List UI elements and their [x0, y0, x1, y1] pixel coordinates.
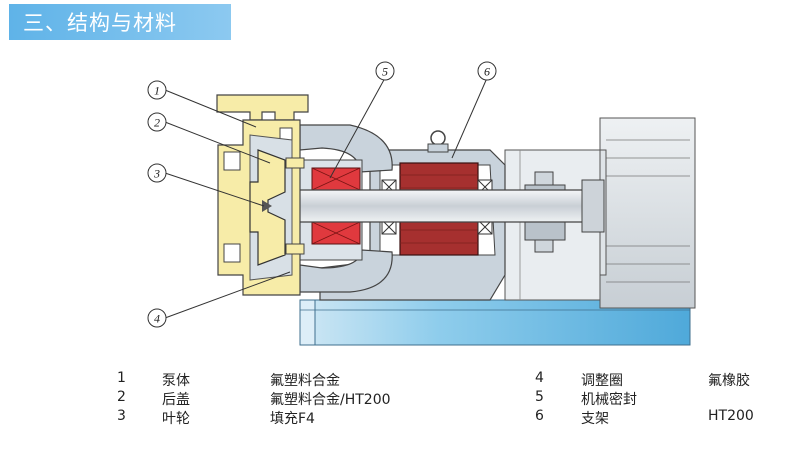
part-3-material: 填充F4 — [270, 411, 315, 427]
callout-3-label: 3 — [153, 167, 160, 181]
callout-6-label: 6 — [484, 65, 490, 79]
section-title: 三、结构与材料 — [23, 11, 177, 35]
callout-1-label: 1 — [154, 84, 160, 98]
impeller — [249, 149, 305, 266]
part-2-name: 后盖 — [162, 392, 190, 408]
callout-2-label: 2 — [154, 116, 160, 130]
callout-2: 2 — [147, 112, 167, 132]
callout-markers: 1 2 3 4 5 6 — [147, 61, 497, 328]
part-4-name: 调整圈 — [581, 373, 623, 389]
part-4-material: 氟橡胶 — [708, 373, 750, 389]
callout-4-label: 4 — [154, 312, 160, 326]
part-1-number: 1 — [117, 370, 126, 386]
part-4-number: 4 — [535, 370, 544, 386]
base-plate — [299, 299, 691, 346]
part-2-number: 2 — [117, 389, 126, 405]
part-6-name: 支架 — [581, 411, 609, 427]
part-5-name: 机械密封 — [581, 392, 637, 408]
part-6-number: 6 — [535, 408, 544, 424]
callout-5: 5 — [375, 61, 395, 81]
part-3-name: 叶轮 — [162, 411, 190, 427]
callout-6: 6 — [477, 61, 497, 81]
part-1-name: 泵体 — [162, 373, 190, 389]
motor — [591, 117, 696, 309]
callout-3: 3 — [147, 163, 167, 183]
part-2-material: 氟塑料合金/HT200 — [270, 392, 391, 408]
section-header: 三、结构与材料 — [9, 4, 231, 40]
leader-lines — [164, 77, 488, 319]
callout-5-label: 5 — [382, 65, 388, 79]
part-6-material: HT200 — [708, 408, 754, 424]
part-3-number: 3 — [117, 408, 126, 424]
callout-1: 1 — [147, 80, 167, 100]
callout-4: 4 — [147, 308, 167, 328]
part-1-material: 氟塑料合金 — [270, 373, 340, 389]
pump-shaft — [269, 179, 605, 233]
pump-structure-diagram: 1 2 3 4 5 6 — [147, 61, 696, 346]
part-5-number: 5 — [535, 389, 544, 405]
parts-legend: 1 泵体 氟塑料合金 2 后盖 氟塑料合金/HT200 3 叶轮 填充F4 4 … — [0, 366, 798, 436]
